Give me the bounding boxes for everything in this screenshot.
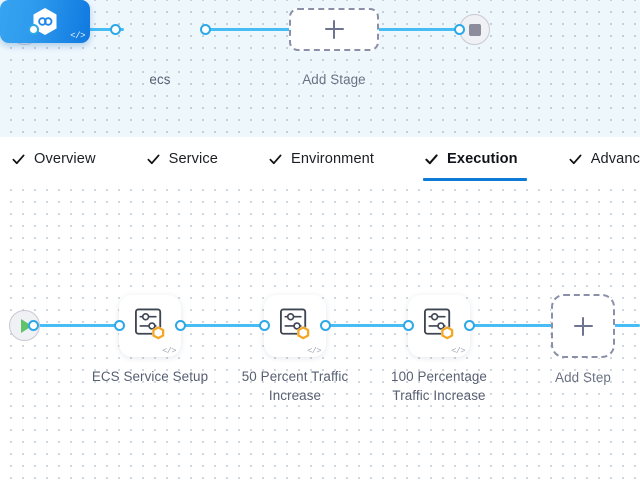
hexagon-badge-icon [441,325,454,340]
play-icon [20,318,32,333]
step-code-glyph: </> [162,345,176,356]
step-3-in-port[interactable] [403,320,414,331]
step-card-100-percentage-traffic-increase[interactable]: </> [408,295,470,357]
plus-icon [324,20,344,39]
stage-wire-addstage-to-stop [365,28,470,31]
check-icon [425,153,438,164]
step-start-out-port[interactable] [28,320,39,331]
stage-code-glyph: </> [70,31,85,41]
step-2-out-port[interactable] [320,320,331,331]
stop-square-icon [468,23,481,36]
stage-start-out-port[interactable] [28,24,39,35]
stage-config-tabs[interactable]: Overview Service Environment Execution A [0,137,640,181]
tab-advanced-label: Advanced [590,151,640,167]
step-1-label: ECS Service Setup [91,369,209,384]
plus-icon [573,316,593,336]
stage-node-ecs[interactable]: </> [0,0,90,43]
sliders-icon [134,308,165,340]
stage-node-label: ecs [149,72,171,87]
hexagon-badge-icon [152,325,165,340]
check-icon [147,154,160,164]
tab-service-label: Service [168,151,218,167]
stage-ecs-in-port[interactable] [110,24,121,35]
step-3-out-port[interactable] [464,320,475,331]
step-card-50-percent-traffic-increase[interactable]: </> [264,295,326,357]
add-step-button[interactable] [551,294,615,358]
tab-advanced[interactable]: Advanced [565,137,640,181]
tab-overview-label: Overview [34,151,96,167]
sliders-icon [279,308,310,340]
execution-steps-canvas[interactable]: </> ECS Service Setup </> 50 Percent Tra… [0,181,640,480]
tab-environment-label: Environment [291,151,375,167]
stage-wire-ecs-to-addstage [205,28,305,31]
step-wire-start-to-1 [34,324,126,327]
sliders-icon [423,308,454,340]
tab-environment[interactable]: Environment [265,137,387,181]
step-start-node[interactable] [9,310,40,341]
step-code-glyph: </> [307,345,321,356]
add-stage-label: Add Stage [302,72,366,87]
tab-service[interactable]: Service [143,137,231,181]
stage-ecs-out-port[interactable] [200,24,211,35]
stage-stop-node[interactable] [459,14,490,45]
stage-canvas[interactable]: </> ecs Add Stage [0,0,640,137]
step-wire-addstep-to-next [613,324,640,327]
tab-execution-label: Execution [447,151,518,167]
add-stage-button[interactable] [289,8,379,51]
hexagon-link-icon [33,8,57,35]
step-2-in-port[interactable] [259,320,270,331]
check-icon [269,154,282,164]
stage-stop-in-port[interactable] [454,24,465,35]
hexagon-badge-icon [297,325,310,340]
step-1-out-port[interactable] [175,320,186,331]
step-card-ecs-service-setup[interactable]: </> [119,295,181,357]
check-icon [12,154,25,164]
step-code-glyph: </> [451,345,465,356]
step-wire-2-to-3 [325,324,413,327]
check-icon [569,154,582,164]
step-1-in-port[interactable] [114,320,125,331]
tab-overview[interactable]: Overview [8,137,109,181]
step-wire-3-to-addstep [470,324,555,327]
add-step-label: Add Step [555,370,611,385]
step-wire-1-to-2 [180,324,270,327]
tab-execution[interactable]: Execution [421,137,531,181]
step-2-label: 50 Percent Traffic Increase [241,369,349,403]
step-3-label: 100 Percentage Traffic Increase [391,369,487,403]
